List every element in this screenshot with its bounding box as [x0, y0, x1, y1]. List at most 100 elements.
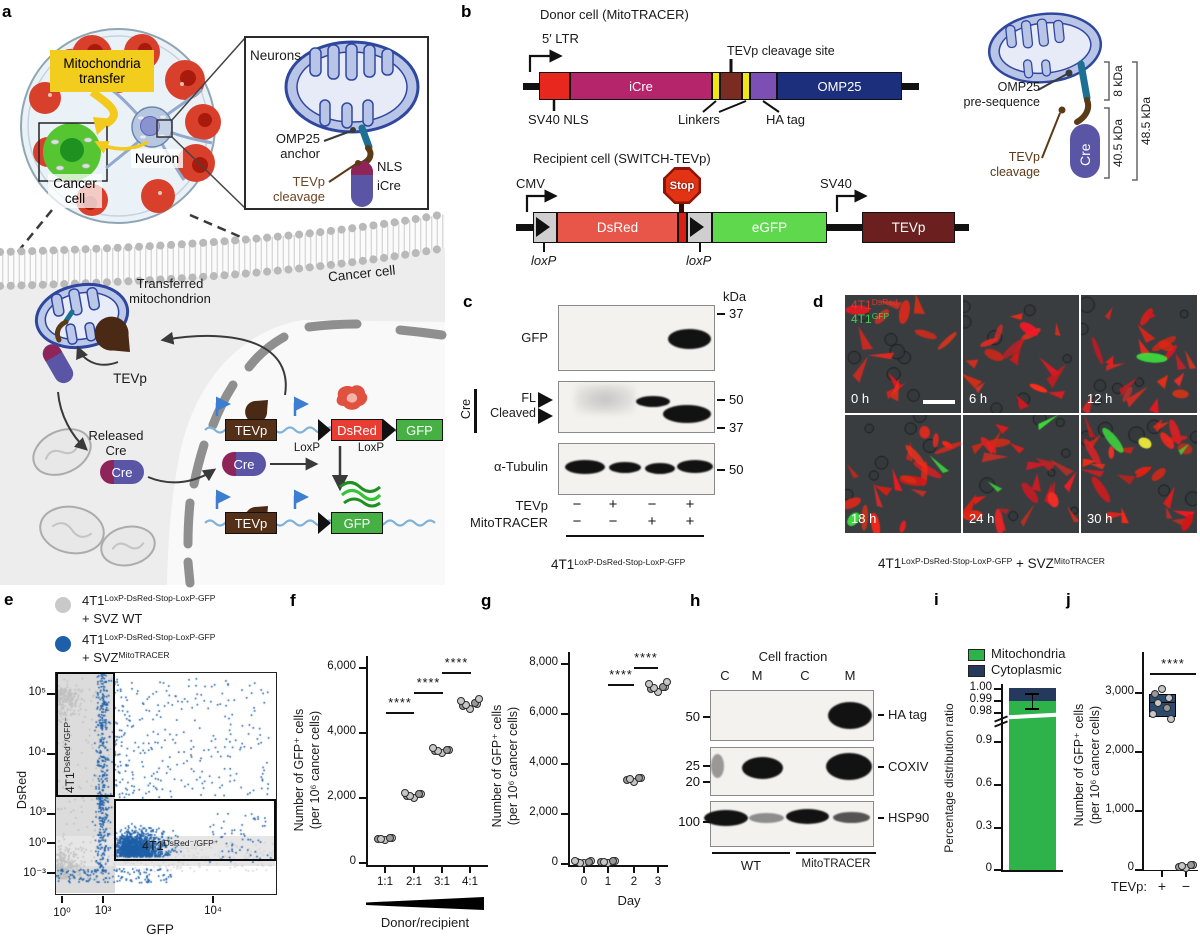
loxp-label: loxP [531, 253, 557, 268]
coxiv-row-label: COXIV [888, 759, 929, 774]
legend-wt-line1: 4T1LoxP-DsRed-Stop-LoxP-GFP [82, 593, 216, 608]
cellline-base: 4T1 [551, 557, 575, 573]
data-point [443, 745, 451, 754]
row-tick [878, 817, 884, 819]
tick-mark [47, 872, 55, 874]
legend-dot-mitotracer [55, 636, 71, 652]
tick-mark [47, 753, 55, 755]
mitochondria-swatch [968, 649, 985, 661]
time-label: 18 h [851, 511, 877, 526]
marker-tick [717, 313, 725, 315]
microscopy-image [963, 415, 1079, 533]
linkers-label: Linkers [678, 112, 720, 127]
y-tick: 8,000 [529, 656, 558, 668]
tick-mark [212, 896, 214, 903]
bar-mitochondria [1009, 700, 1056, 870]
tevp-pacman-icon [94, 316, 130, 352]
omp25-anchor-label: OMP25 anchor [275, 131, 320, 162]
y-tick: 0 [1127, 861, 1134, 873]
sig-bar [634, 667, 658, 669]
data-point [585, 858, 593, 867]
sig-stars: **** [388, 696, 412, 710]
marker-tick [703, 821, 710, 823]
y-tick: 4,000 [529, 756, 558, 768]
scale-bar [923, 399, 955, 404]
error-bar-cap [1025, 693, 1039, 695]
x-axis [366, 865, 488, 867]
tick-mark [359, 732, 366, 734]
construct-backbone [516, 224, 533, 231]
lane-label: C [720, 668, 730, 683]
panel-letter-i: i [934, 590, 939, 609]
data-point [1151, 689, 1159, 698]
marker-tick [717, 427, 725, 429]
mitotracer-lane-value: + [685, 513, 695, 530]
coxiv-band [742, 757, 783, 779]
cre-fl-band [636, 396, 670, 407]
x-tick: 4:1 [462, 876, 478, 888]
data-point [1167, 714, 1175, 723]
panel-letter-f: f [290, 591, 296, 610]
y-axis-label: Number of GFP⁺ cells (per 10⁶ cancer cel… [490, 704, 520, 828]
data-point [462, 700, 470, 709]
cre-pill: Cre [222, 452, 266, 476]
y-tick: 0.9 [976, 734, 992, 746]
ha-tag-label: HA tag [766, 112, 806, 127]
gfp-gene-box: GFP [331, 512, 383, 534]
marker-50: 50 [729, 392, 744, 407]
ha-band [828, 702, 872, 729]
y-axis [366, 656, 368, 866]
cell-fraction-header: Cell fraction [758, 649, 828, 664]
x-tick: 2:1 [406, 876, 422, 888]
x-axis [1142, 869, 1198, 871]
mitotracer-lane-value: − [572, 513, 582, 530]
panel-d-caption: 4T1LoxP-DsRed-Stop-LoxP-GFP + SVZMitoTRA… [878, 541, 1198, 572]
tick-mark [561, 863, 568, 865]
gfp-band [668, 329, 711, 349]
tick-mark [657, 867, 659, 873]
tick-mark [1135, 692, 1142, 694]
y-axis [568, 652, 570, 866]
panel-letter-e: e [4, 590, 14, 609]
tevp-box: TEVp [862, 212, 955, 243]
gfp-protein-icon [338, 481, 382, 508]
loxp-label: LoxP [357, 442, 385, 454]
sig-stars: **** [416, 676, 441, 690]
tick-mark [359, 667, 366, 669]
day-label: Day [617, 893, 641, 908]
linker-box [712, 72, 720, 100]
construct-backbone [902, 83, 919, 90]
x-tick: 1 [604, 876, 612, 888]
tick-mark [359, 862, 366, 864]
y-tick: 0.99 [969, 693, 992, 705]
data-point [600, 858, 608, 867]
mitotracer-row-label: MitoTRACER [469, 515, 548, 530]
x-tick: 3:1 [434, 876, 450, 888]
construct-backbone [523, 83, 540, 90]
tick-mark [47, 813, 55, 815]
time-label: 24 h [969, 511, 995, 526]
marker-tick [717, 469, 725, 471]
tevp-cleavage-linker-icon [1074, 97, 1092, 125]
panel-letter-a: a [2, 2, 12, 21]
tick-mark [994, 741, 1001, 743]
tevp-lane-value: − [647, 496, 657, 513]
caption-sup1: LoxP-DsRed-Stop-LoxP-GFP [901, 556, 1013, 567]
tick-mark [1135, 810, 1142, 812]
flow-scatter-canvas [56, 673, 276, 894]
error-bar [1031, 693, 1034, 708]
kda-header: kDa [723, 289, 747, 304]
y-tick: 10⁰ [28, 837, 46, 849]
marker-tick [717, 399, 725, 401]
x-tick: 0 [580, 876, 588, 888]
data-point [429, 744, 437, 753]
tick-mark [561, 763, 568, 765]
microscopy-frame-0h: 4T1DsRed 4T1GFP 0 h [845, 295, 961, 413]
caption-mid: + SVZ [1012, 556, 1054, 572]
time-label: 12 h [1087, 391, 1113, 406]
marker-50: 50 [685, 709, 700, 724]
ha-tag-row-label: HA tag [888, 707, 928, 722]
y-tick: 0 [551, 856, 558, 868]
gate-gfp-pos-label: 4T1DsRed⁻/GFP⁺ [142, 838, 219, 853]
